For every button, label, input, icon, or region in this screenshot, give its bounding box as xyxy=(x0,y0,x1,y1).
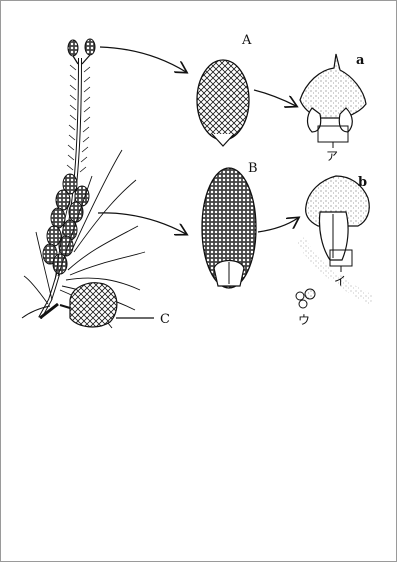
male-flower-B xyxy=(202,168,256,288)
label-a-part: ア xyxy=(326,149,338,163)
arrow-A-to-a xyxy=(254,90,296,106)
arrow-to-B xyxy=(98,213,186,234)
pollen-grains xyxy=(296,289,315,308)
mature-cone-drawing xyxy=(60,283,117,327)
label-b: b xyxy=(358,175,367,190)
label-pollen: ウ xyxy=(298,313,310,327)
label-a: a xyxy=(356,53,365,68)
label-b-part: イ xyxy=(334,274,346,288)
female-flower-left xyxy=(68,40,78,56)
arrow-to-A xyxy=(100,47,186,72)
label-B: B xyxy=(248,161,258,176)
arrow-B-to-b xyxy=(258,218,298,232)
pine-branch-drawing xyxy=(22,39,145,328)
female-flower-A xyxy=(197,60,249,146)
label-A: A xyxy=(241,33,252,48)
female-flower-right xyxy=(85,39,95,55)
label-C: C xyxy=(160,312,170,327)
